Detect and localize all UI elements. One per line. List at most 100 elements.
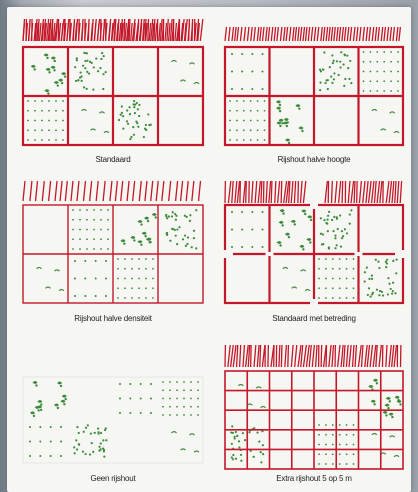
- plant-dot: [100, 432, 102, 434]
- plant-dot: [333, 78, 335, 80]
- panel-rijshout-halve-hoogte: Rijshout halve hoogte: [219, 13, 409, 171]
- plant-dot: [65, 398, 67, 400]
- plant-leaf: [144, 217, 149, 220]
- plant-dot: [95, 260, 97, 262]
- plant-dot: [131, 297, 133, 299]
- brushwood-stick: [243, 181, 245, 203]
- brushwood-stick: [375, 27, 377, 41]
- plant-dot: [325, 268, 327, 270]
- brushwood-stick: [306, 345, 309, 367]
- plant-dot: [370, 90, 372, 92]
- plant-dot: [172, 211, 174, 213]
- brushwood-stick: [125, 23, 127, 41]
- plant-dot: [74, 260, 76, 262]
- plant-dot: [86, 88, 88, 90]
- brushwood-stick: [338, 345, 340, 367]
- plant-dot: [376, 289, 378, 291]
- plant-dot: [251, 229, 253, 231]
- plant-dot: [147, 113, 149, 115]
- plant-dot: [325, 278, 327, 280]
- plant-dot: [279, 125, 281, 127]
- plant-dot: [186, 243, 188, 245]
- plant-dot: [241, 53, 243, 55]
- plant-dot: [34, 129, 36, 131]
- plant-leaf: [276, 100, 281, 103]
- plant-dot: [258, 440, 260, 442]
- plant-dot: [344, 54, 346, 56]
- plant-leaf: [285, 233, 290, 236]
- plant-dot: [339, 463, 341, 465]
- plant-dot: [152, 297, 154, 299]
- plant-dot: [376, 382, 378, 384]
- plant-cell: [364, 259, 398, 298]
- plant-leaf: [299, 245, 304, 248]
- brushwood-stick: [176, 181, 178, 201]
- brushwood-stick: [260, 345, 261, 367]
- plant-dot: [379, 290, 381, 292]
- plant-dot: [353, 278, 355, 280]
- plant-dot: [342, 235, 344, 237]
- brushwood-stick: [257, 345, 259, 367]
- plant-dot: [171, 215, 173, 217]
- plant-dot: [350, 209, 352, 211]
- plant-dot: [344, 228, 346, 230]
- plant-dot: [298, 107, 300, 109]
- plant-dot: [231, 53, 233, 55]
- plant-dot: [91, 442, 93, 444]
- plant-dot: [98, 450, 100, 452]
- plant-sprig: [190, 63, 195, 64]
- plant-dot: [50, 455, 52, 457]
- brushwood-stick: [237, 27, 239, 41]
- brushwood-stick: [359, 181, 361, 203]
- plant-leaf: [51, 66, 56, 69]
- brushwood-stick: [329, 345, 331, 367]
- plant-dot: [34, 139, 36, 141]
- plant-dot: [133, 106, 135, 108]
- plant-dot: [339, 214, 341, 216]
- plant-dot: [257, 129, 259, 131]
- plant-dot: [189, 220, 191, 222]
- plant-dot: [39, 426, 41, 428]
- brushwood-stick: [275, 181, 276, 203]
- plant-dot: [27, 120, 29, 122]
- plant-dot: [90, 433, 92, 435]
- plant-dot: [332, 297, 334, 299]
- brushwood-stick: [384, 27, 386, 41]
- plant-dot: [318, 434, 320, 436]
- plant-sprig: [283, 267, 288, 268]
- plant-cell: [72, 209, 109, 250]
- brushwood-stick: [199, 181, 201, 201]
- brushwood-row: [225, 345, 401, 367]
- brushwood-stick: [300, 27, 302, 41]
- plant-dot: [353, 434, 355, 436]
- plant-dot: [152, 278, 154, 280]
- brushwood-stick: [67, 23, 69, 41]
- plant-dot: [231, 211, 233, 213]
- plant-dot: [397, 399, 399, 401]
- plant-dot: [76, 448, 78, 450]
- brushwood-stick: [237, 181, 239, 203]
- plant-dot: [390, 90, 392, 92]
- plant-dot: [339, 434, 341, 436]
- plant-dot: [152, 258, 154, 260]
- plant-dot: [174, 229, 176, 231]
- plant-dot: [327, 219, 329, 221]
- plant-dot: [385, 261, 387, 263]
- brushwood-stick: [329, 27, 331, 41]
- plant-dot: [136, 102, 138, 104]
- brushwood-stick: [303, 27, 305, 41]
- plant-dot: [190, 414, 192, 416]
- plant-dot: [166, 217, 168, 219]
- plant-dot: [145, 124, 147, 126]
- plant-leaf: [295, 104, 300, 107]
- plant-dot: [74, 278, 76, 280]
- brushwood-stick: [389, 345, 391, 367]
- plant-dot: [195, 247, 197, 249]
- plant-dot: [100, 229, 102, 231]
- plant-dot: [105, 260, 107, 262]
- brushwood-stick: [335, 181, 337, 203]
- plant-dot: [322, 243, 324, 245]
- plant-dot: [264, 139, 266, 141]
- brushwood-stick: [305, 27, 307, 41]
- plant-dot: [229, 139, 231, 141]
